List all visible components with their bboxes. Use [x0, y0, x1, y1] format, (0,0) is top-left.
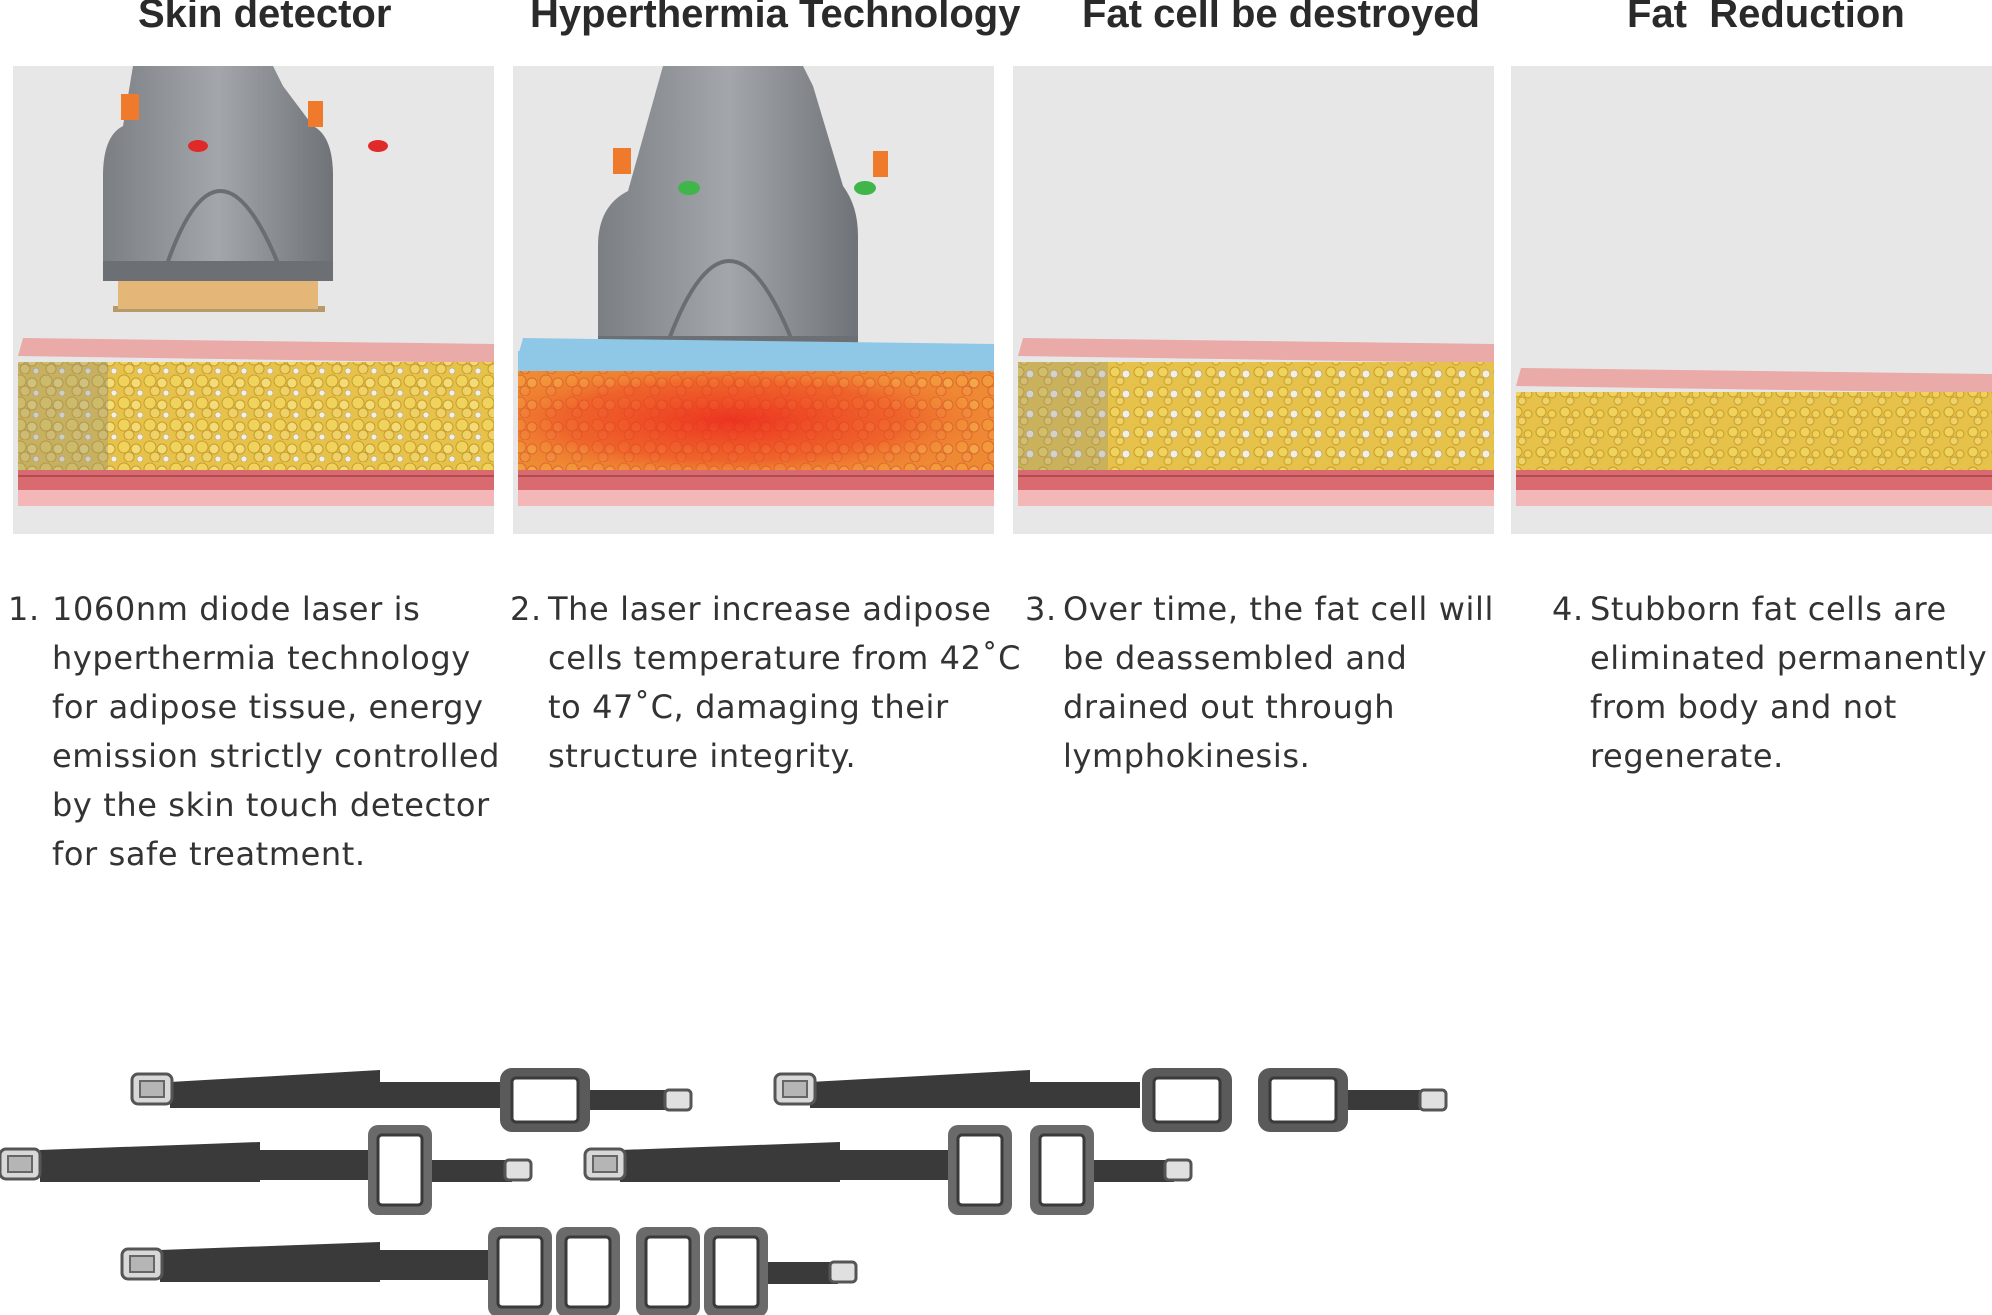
step-4-title: Fat Reduction [1627, 0, 1905, 36]
step-4-description: 4. Stubborn fat cells are eliminated per… [1552, 585, 1987, 781]
step-3-description: 3. Over time, the fat cell will be deass… [1025, 585, 1494, 781]
step-2-description: 2. The laser increase adipose cells temp… [510, 585, 1021, 781]
fat-cell-destroyed-illustration [1013, 66, 1494, 534]
step-1-description: 1. 1060nm diode laser is hyperthermia te… [8, 585, 500, 879]
step-1-line: emission strictly controlled [52, 737, 501, 775]
step-4-number: 4. [1552, 590, 1584, 628]
step-1-line: 1060nm diode laser is [52, 590, 421, 628]
step-2-line: structure integrity. [548, 737, 857, 775]
belt-1-module [130, 1066, 693, 1134]
step-2-line: to 47˚C, damaging their [548, 688, 949, 726]
step-3-line: drained out through [1063, 688, 1396, 726]
belt-4-module [120, 1225, 858, 1315]
belt-1-module-vertical [0, 1123, 533, 1217]
belt-2-module-vertical [583, 1123, 1193, 1217]
hyperthermia-illustration [513, 66, 994, 534]
step-1-line: for adipose tissue, energy [52, 688, 484, 726]
step-3-title: Fat cell be destroyed [1082, 0, 1480, 36]
step-2-title: Hyperthermia Technology [530, 0, 1021, 36]
step-4-line: regenerate. [1590, 737, 1784, 775]
step-2-number: 2. [510, 590, 542, 628]
belt-2-module [773, 1066, 1448, 1134]
step-1-title: Skin detector [138, 0, 392, 36]
step-4-line: eliminated permanently [1590, 639, 1988, 677]
step-1-line: for safe treatment. [52, 835, 366, 873]
step-2-line: The laser increase adipose [548, 590, 992, 628]
step-3-number: 3. [1025, 590, 1057, 628]
step-2-line: cells temperature from 42˚C [548, 639, 1022, 677]
step-1-line: hyperthermia technology [52, 639, 471, 677]
step-1-line: by the skin touch detector [52, 786, 490, 824]
step-4-line: from body and not [1590, 688, 1897, 726]
step-4-line: Stubborn fat cells are [1590, 590, 1947, 628]
step-3-line: lymphokinesis. [1063, 737, 1311, 775]
step-3-line: Over time, the fat cell will [1063, 590, 1494, 628]
skin-detector-illustration [13, 66, 494, 534]
step-1-number: 1. [8, 590, 40, 628]
step-3-line: be deassembled and [1063, 639, 1408, 677]
fat-reduction-illustration [1511, 66, 1992, 534]
treatment-belts-illustration [0, 1050, 1992, 1315]
